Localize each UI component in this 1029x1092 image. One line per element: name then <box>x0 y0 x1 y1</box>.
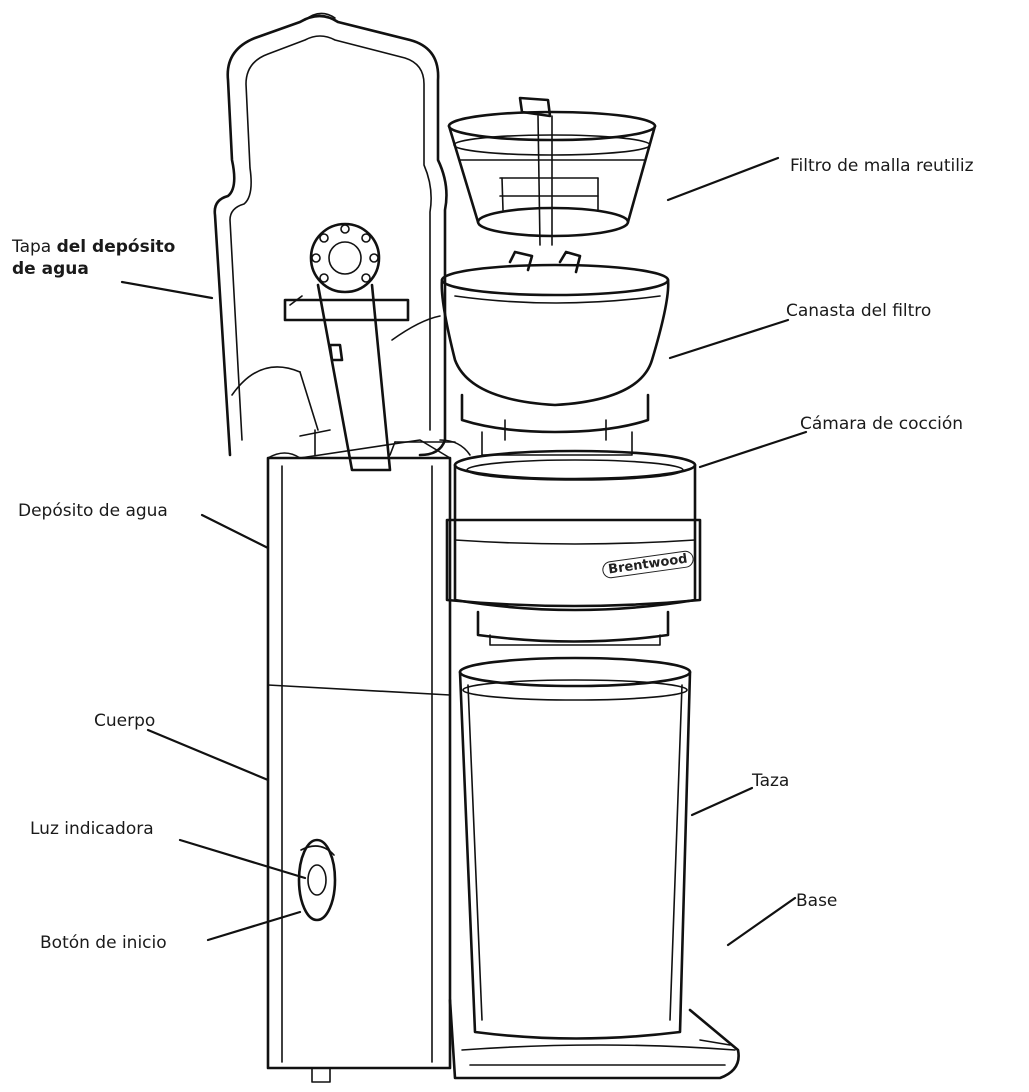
leader-base <box>726 896 797 947</box>
label-tapa-line1b: del depósito <box>56 237 176 257</box>
label-tapa-line1a: Tapa <box>12 237 57 257</box>
hinge-arm <box>283 222 441 472</box>
leader-tapa <box>120 280 214 300</box>
filter-basket <box>440 250 670 456</box>
label-canasta: Canasta del filtro <box>786 301 932 321</box>
label-boton: Botón de inicio <box>40 933 167 953</box>
label-tapa-deposito: Tapa del depósito de agua <box>12 236 175 280</box>
label-filtro-malla: Filtro de malla reutiliz <box>790 156 974 176</box>
label-camara: Cámara de cocción <box>800 414 964 434</box>
leader-boton <box>206 910 302 942</box>
brewing-chamber <box>445 449 702 646</box>
reusable-mesh-filter <box>447 96 657 246</box>
label-base: Base <box>796 891 838 911</box>
leader-camara <box>698 430 808 469</box>
leader-taza <box>690 786 754 817</box>
leader-filtro-malla <box>666 156 780 202</box>
label-tapa-line2: de agua <box>12 259 89 280</box>
label-luz: Luz indicadora <box>30 819 154 839</box>
leader-cuerpo <box>146 728 270 782</box>
leader-lines <box>120 156 808 947</box>
label-taza: Taza <box>752 771 790 791</box>
drip-base <box>311 998 740 1083</box>
water-reservoir-lid <box>213 12 448 457</box>
leader-deposito <box>200 513 270 550</box>
start-button <box>297 838 337 922</box>
label-cuerpo: Cuerpo <box>94 711 156 731</box>
leader-canasta <box>668 318 790 360</box>
machine-body <box>266 429 471 1070</box>
label-deposito: Depósito de agua <box>18 501 168 521</box>
leader-luz <box>178 838 307 880</box>
travel-mug <box>458 656 692 1040</box>
